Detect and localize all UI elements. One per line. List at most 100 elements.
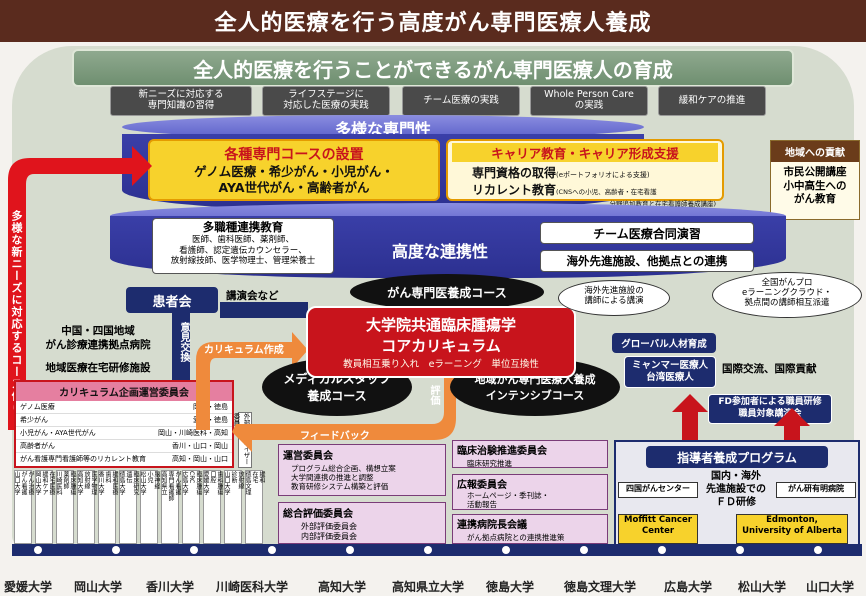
course-column-text: 小児	[146, 471, 153, 483]
timeline-dot	[736, 546, 744, 554]
goal-pill: 緩和ケアの推進	[658, 86, 766, 116]
timeline-dot	[112, 546, 120, 554]
callout-overseas: 海外先進施設の 講師による講演	[558, 280, 670, 316]
course-column-text: 高知県立	[160, 471, 167, 495]
course-column-text: 岡山大学	[34, 471, 41, 495]
course-column-text: 在宅医療	[48, 471, 55, 495]
courses-box: 各種専門コースの設置 ゲノム医療・希少がん・小児がん・ AYA世代がん・高齢者が…	[148, 139, 440, 201]
career-line1: 専門資格の取得(eポートフォリオによる支援)	[448, 164, 722, 181]
committee-row: ゲノム医療 岡山・徳島	[16, 401, 232, 414]
committee-row-topic: ゲノム医療	[20, 403, 55, 411]
timeline-dot	[268, 546, 276, 554]
timeline-dot	[424, 546, 432, 554]
pr-text: ホームページ・季刊誌・ 活動報告	[467, 491, 550, 509]
course-column-text: 診断	[230, 471, 237, 483]
callout-elearning: 全国がんプロ eラーニングクラウド・ 拠点間の講師相互派遣	[712, 272, 862, 318]
course-column-text: 徳島文理	[244, 471, 251, 495]
evaluation-label: 評価	[428, 385, 439, 405]
instructor-title: 指導者養成プログラム	[646, 446, 828, 468]
myanmar-box: ミャンマー医療人 台湾医療人	[624, 356, 716, 388]
committee-row-univ: 香川・山口・岡山	[172, 442, 228, 450]
university-label: 山口大学	[806, 580, 855, 594]
timeline-dot	[658, 546, 666, 554]
committee-row: 希少がん愛媛・徳島	[16, 414, 232, 427]
committee-row-univ: 愛媛・徳島	[193, 416, 228, 424]
course-column: 医学物理放射線高知大学	[76, 470, 97, 544]
committee-row: 小児がん・AYA世代がん岡山・川崎医科・高知	[16, 427, 232, 440]
page-title: 全人的医療を行う高度がん専門医療人養成	[0, 0, 866, 42]
tier2-title: 高度な連携性	[391, 242, 488, 261]
hospital-title: 連携病院長会議	[457, 520, 527, 531]
university-label: 松山大学	[738, 580, 787, 594]
career-cert: 専門資格の取得	[472, 166, 557, 180]
course-column: 臨床腫瘍薬剤師川崎医科	[55, 470, 76, 544]
trial-committee: 臨床治験推進委員会 臨床研究推進	[452, 440, 608, 468]
course-column-text: 放射線	[237, 471, 244, 489]
committee-row: 高齢者がん 香川・山口・岡山	[16, 440, 232, 453]
trial-text: 臨床研究推進	[467, 459, 512, 468]
timeline-dot	[190, 546, 198, 554]
career-note3: 分野追加教育と在宅看護師養成講座)	[609, 200, 716, 208]
pr-title: 広報委員会	[457, 480, 507, 491]
course-column-text: 愛媛大学	[202, 471, 209, 495]
courses-title: 各種専門コースの設置	[224, 147, 364, 163]
specialist-course: がん専門医養成コース	[350, 274, 544, 310]
goal-banner: 全人的医療を行うことができるがん専門医療人の育成	[72, 49, 794, 87]
course-column-text: 香川大学	[97, 471, 104, 495]
course-column-text: 緩和	[258, 471, 265, 483]
core-title2: コアカリキュラム	[381, 337, 501, 355]
fd-box: FD参加者による職員研修 職員対象講演会	[708, 394, 832, 424]
courses-text: ゲノム医療・希少がん・小児がん・ AYA世代がん・高齢者がん	[194, 164, 394, 196]
hospital-text: がん拠点病院との連携推進策	[467, 533, 565, 542]
university-row: 愛媛大学 岡山大学 香川大学 川崎医科大学 高知大学 高知県立大学 徳島大学 徳…	[0, 578, 866, 596]
edmonton: Edmonton, University of Alberta	[736, 514, 848, 544]
curriculum-make-label: カリキュラム作成	[204, 345, 284, 356]
course-column: 脳神経小児松山大学	[139, 470, 160, 544]
goal-pill: Whole Person Care の実践	[530, 86, 648, 116]
course-column-text: 臨床腫瘍	[69, 471, 76, 495]
university-label: 香川大学	[146, 580, 195, 594]
course-column-text: 歯科腫瘍	[216, 471, 223, 495]
course-column-text: 脳神経	[153, 471, 160, 489]
career-recurrent: リカレント教育	[472, 183, 557, 197]
committee-row-univ: 高知・岡山・山口	[172, 455, 228, 463]
course-column-text: 歯科	[104, 471, 111, 483]
course-column: 緩和在宅徳島文理	[244, 470, 265, 544]
lecture-arrow	[220, 302, 308, 318]
management-committee: 運営委員会 プログラム総合企画、構想立案 大学間連携の推進と調整 教育研修システ…	[278, 444, 446, 496]
course-column: 放射線診断山口大学	[223, 470, 244, 544]
course-column-text: 遺伝	[125, 471, 132, 483]
university-label: 岡山大学	[74, 580, 123, 594]
career-line2: リカレント教育(CNSへの小児、高齢者・在宅看護	[448, 181, 722, 198]
regional-title: 地域への貢献	[771, 141, 859, 162]
course-column-text: 臨床研究	[132, 471, 139, 495]
timeline-dot	[502, 546, 510, 554]
regional-text: 市民公開講座 小中高生への がん教育	[783, 166, 847, 206]
university-label: 広島大学	[664, 580, 713, 594]
multi-text: 医師、歯科医師、薬剤師、 看護師、認定遺伝カウンセラー、 放射線技師、医学物理士…	[170, 235, 316, 267]
career-box: キャリア教育・キャリア形成支援 専門資格の取得(eポートフォリオによる支援) リ…	[446, 139, 724, 208]
course-column-text: 松山大学	[139, 471, 146, 495]
university-label: 高知大学	[318, 580, 367, 594]
career-title: キャリア教育・キャリア形成支援	[452, 143, 718, 162]
management-text: プログラム総合企画、構想立案 大学間連携の推進と調整 教育研修システム構築と評価	[291, 464, 396, 491]
global-title: グローバル人材育成	[612, 333, 716, 353]
committee-row-univ: 岡山・徳島	[193, 403, 228, 411]
committee-title: カリキュラム企画運営委員会	[16, 382, 232, 401]
career-recurrent-note: (CNSへの小児、高齢者・在宅看護	[556, 188, 657, 196]
committee-row-topic: 高齢者がん	[20, 442, 55, 450]
course-column: がん治療がん看護山口大学	[13, 470, 34, 544]
core-title1: 大学院共通臨床腫瘍学	[365, 316, 516, 334]
course-column-text: 口腔	[209, 471, 216, 483]
opinion-label: 意見交換	[178, 322, 189, 362]
university-label: 高知県立大学	[392, 580, 465, 594]
core-curriculum: 大学院共通臨床腫瘍学 コアカリキュラム 教員相互乗り入れ eラーニング 単位互換…	[306, 306, 576, 378]
committee-row: がん看護専門看護師等のリカレント教育高知・岡山・山口	[16, 453, 232, 465]
course-column-text: 高知大学	[76, 471, 83, 495]
course-column-text: 広島大学	[181, 471, 188, 495]
trial-title: 臨床治験推進委員会	[457, 446, 547, 457]
course-column: 歯科腫瘍口腔愛媛大学	[202, 470, 223, 544]
course-column-text: がん看護	[174, 471, 181, 495]
